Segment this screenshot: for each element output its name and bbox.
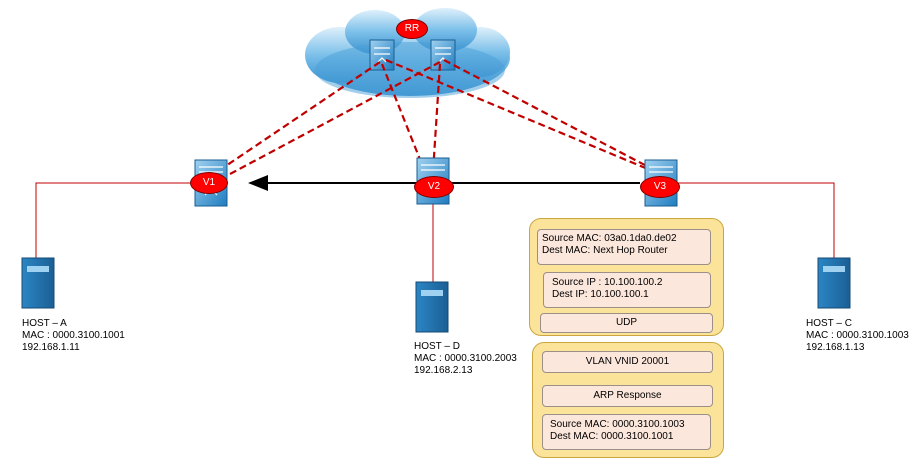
outer-dst-ip: Dest IP: 10.100.100.1	[552, 289, 649, 300]
inner-dst-mac: Dest MAC: 0000.3100.1001	[550, 431, 674, 442]
host-a-server-icon	[21, 257, 55, 309]
host-a-mac: MAC : 0000.3100.1001	[22, 330, 125, 341]
outer-ethernet-box: Source MAC: 03a0.1da0.de02 Dest MAC: Nex…	[537, 229, 711, 265]
host-d-label: HOST – D MAC : 0000.3100.2003 192.168.2.…	[414, 341, 517, 377]
vtep-3-badge: V3	[640, 176, 680, 198]
host-a-label: HOST – A MAC : 0000.3100.1001 192.168.1.…	[22, 318, 125, 354]
vxlan-label: VLAN VNID 20001	[585, 356, 670, 367]
access-links	[35, 182, 835, 282]
host-c-ip: 192.168.1.13	[806, 342, 865, 353]
outer-ip-box: Source IP : 10.100.100.2 Dest IP: 10.100…	[543, 272, 711, 308]
inner-ethernet-box: Source MAC: 0000.3100.1003 Dest MAC: 000…	[542, 414, 711, 450]
arp-label: ARP Response	[593, 390, 662, 401]
rr-badge: RR	[396, 19, 428, 39]
host-a-ip: 192.168.1.11	[22, 342, 80, 353]
host-d-ip: 192.168.2.13	[414, 365, 473, 376]
host-c-name: HOST – C	[806, 318, 852, 329]
udp-box: UDP	[540, 313, 713, 333]
inner-src-mac: Source MAC: 0000.3100.1003	[550, 419, 685, 430]
host-d-mac: MAC : 0000.3100.2003	[414, 353, 517, 364]
udp-label: UDP	[615, 317, 638, 328]
host-c-label: HOST – C MAC : 0000.3100.1003 192.168.1.…	[806, 318, 909, 354]
host-c-server-icon	[817, 257, 851, 309]
host-c-mac: MAC : 0000.3100.1003	[806, 330, 909, 341]
outer-src-ip: Source IP : 10.100.100.2	[552, 277, 663, 288]
vxlan-box: VLAN VNID 20001	[542, 351, 713, 373]
host-d-name: HOST – D	[414, 341, 460, 352]
outer-src-mac: Source MAC: 03a0.1da0.de02	[542, 233, 677, 244]
outer-dst-mac: Dest MAC: Next Hop Router	[542, 245, 668, 256]
host-d-server-icon	[415, 281, 449, 333]
host-a-name: HOST – A	[22, 318, 67, 329]
vtep-1-badge: V1	[190, 172, 228, 194]
arp-box: ARP Response	[542, 385, 713, 407]
overlay-links	[204, 58, 663, 183]
vtep-2-badge: V2	[414, 176, 454, 198]
